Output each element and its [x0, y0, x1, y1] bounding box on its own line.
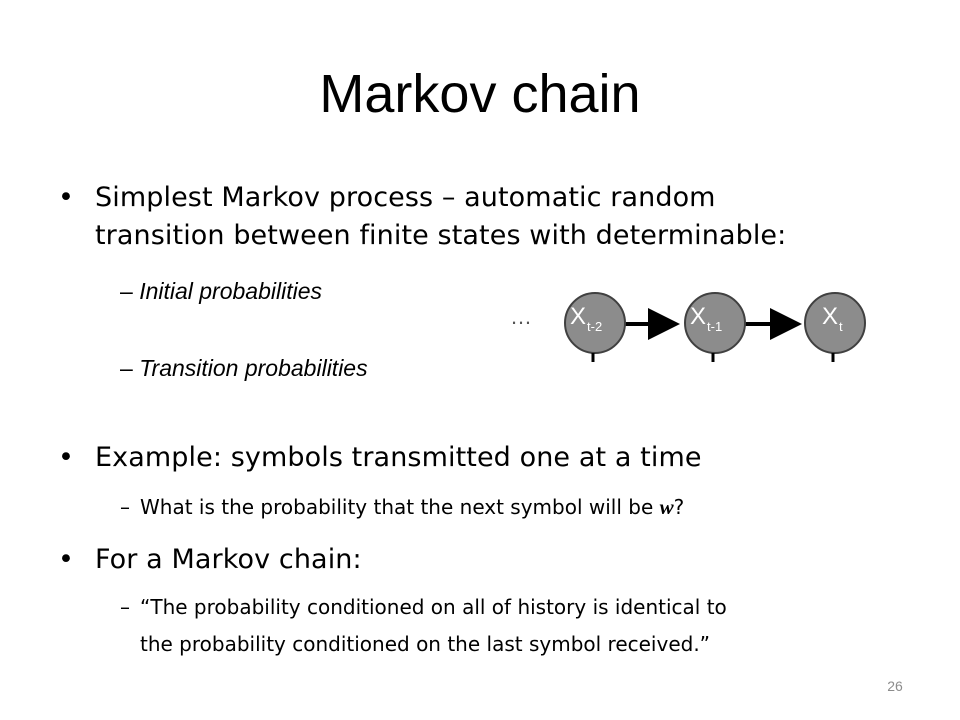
bullet-2-text: Example: symbols transmitted one at a ti…	[95, 442, 702, 473]
sub-transition-probabilities: – Transition probabilities	[120, 353, 368, 383]
diagram-ellipsis: …	[510, 304, 532, 329]
bullet-3-text: For a Markov chain:	[95, 544, 362, 575]
sub-initial-probabilities: – Initial probabilities	[120, 276, 322, 306]
bullet-3: • For a Markov chain:	[58, 541, 362, 579]
slide-title: Markov chain	[319, 64, 641, 124]
quote-line-1: “The probability conditioned on all of h…	[140, 595, 727, 619]
quote-line-2: the probability conditioned on the last …	[140, 632, 711, 656]
node-x-t-1: X t-1	[684, 292, 746, 362]
bullet-marker: •	[58, 442, 75, 473]
sub-dash: –	[120, 355, 133, 381]
sub-dash: –	[120, 595, 130, 619]
bullet-1-line-2: transition between finite states with de…	[95, 220, 787, 251]
node-letter: X	[570, 303, 586, 330]
sub-transition-text: Transition probabilities	[139, 355, 368, 381]
markov-chain-diagram: … X t-2 X t-1 X t	[510, 292, 866, 362]
sub-question-text: What is the probability that the next sy…	[140, 489, 684, 526]
node-letter: X	[690, 303, 706, 330]
sub-dash: –	[120, 278, 133, 304]
sub-dash: –	[120, 495, 130, 519]
node-x-t: X t	[804, 292, 866, 362]
node-subscript: t-2	[587, 319, 602, 334]
question-text-before: What is the probability that the next sy…	[140, 495, 660, 519]
node-x-t-2: X t-2	[564, 292, 626, 362]
sub-initial-text: Initial probabilities	[139, 278, 323, 304]
bullet-marker: •	[58, 182, 75, 213]
node-subscript: t-1	[707, 319, 722, 334]
node-subscript: t	[839, 319, 843, 334]
page-number: 26	[887, 678, 903, 694]
bullet-1-line-1: Simplest Markov process – automatic rand…	[95, 182, 716, 213]
bullet-1: • Simplest Markov process – automatic ra…	[58, 179, 787, 255]
node-letter: X	[822, 303, 838, 330]
bullet-marker: •	[58, 544, 75, 575]
question-text-after: ?	[673, 495, 685, 519]
symbol-variable: w	[659, 495, 674, 519]
bullet-2: • Example: symbols transmitted one at a …	[58, 439, 702, 477]
